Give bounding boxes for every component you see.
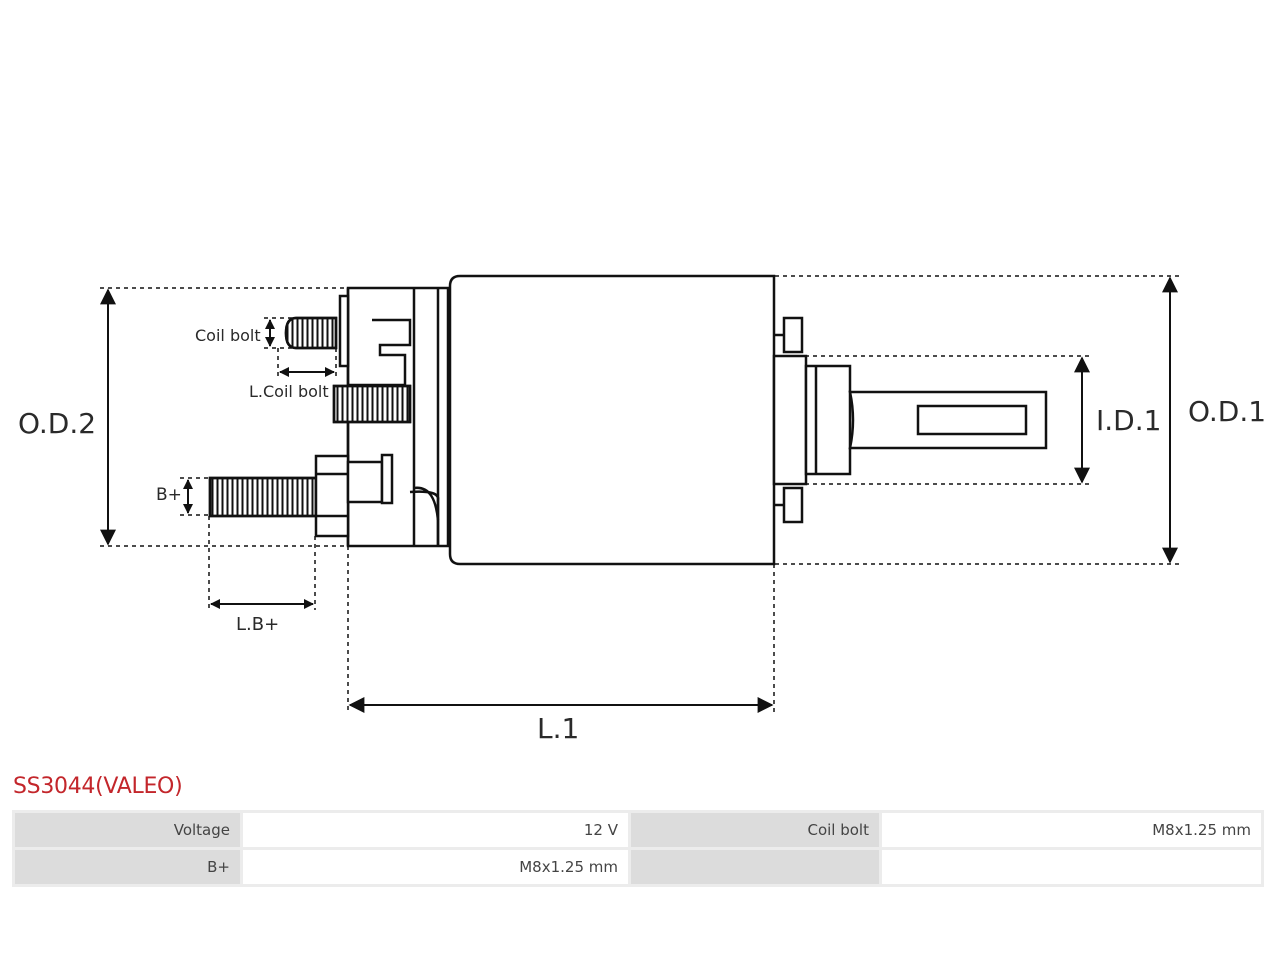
product-title: SS3044(VALEO): [13, 774, 183, 799]
spec-value: 12 V: [243, 813, 628, 847]
spec-value: M8x1.25 mm: [882, 813, 1261, 847]
spec-key: B+: [15, 850, 240, 884]
solenoid-body: [448, 274, 776, 566]
label-id1: I.D.1: [1096, 404, 1161, 437]
spec-value: M8x1.25 mm: [243, 850, 628, 884]
label-od1: O.D.1: [1188, 395, 1266, 428]
label-l-coil-bolt: L.Coil bolt: [249, 382, 329, 401]
label-l1: L.1: [537, 712, 579, 745]
bplus-stud: [208, 476, 318, 518]
spec-key: Coil bolt: [631, 813, 879, 847]
lower-terminal: [782, 486, 804, 524]
spec-value: [882, 850, 1261, 884]
spec-table: Voltage 12 V Coil bolt M8x1.25 mm B+ M8x…: [12, 810, 1264, 887]
middle-stud: [332, 384, 412, 424]
upper-terminal: [782, 316, 804, 354]
table-row: Voltage 12 V Coil bolt M8x1.25 mm: [15, 813, 1261, 847]
label-coil-bolt: Coil bolt: [195, 326, 261, 345]
label-bplus: B+: [156, 485, 182, 505]
spec-key: Voltage: [15, 813, 240, 847]
plunger-collar: [772, 354, 808, 486]
extension-lines: [100, 275, 1180, 712]
plunger-slot: [916, 404, 1028, 436]
solenoid-diagram: O.D.2 O.D.1 I.D.1 L.1 L.B+ B+ Coil bolt …: [18, 274, 1266, 745]
label-lb: L.B+: [236, 614, 279, 635]
spec-key: [631, 850, 879, 884]
coil-bolt-stud: [284, 316, 338, 350]
label-od2: O.D.2: [18, 407, 96, 440]
table-row: B+ M8x1.25 mm: [15, 850, 1261, 884]
